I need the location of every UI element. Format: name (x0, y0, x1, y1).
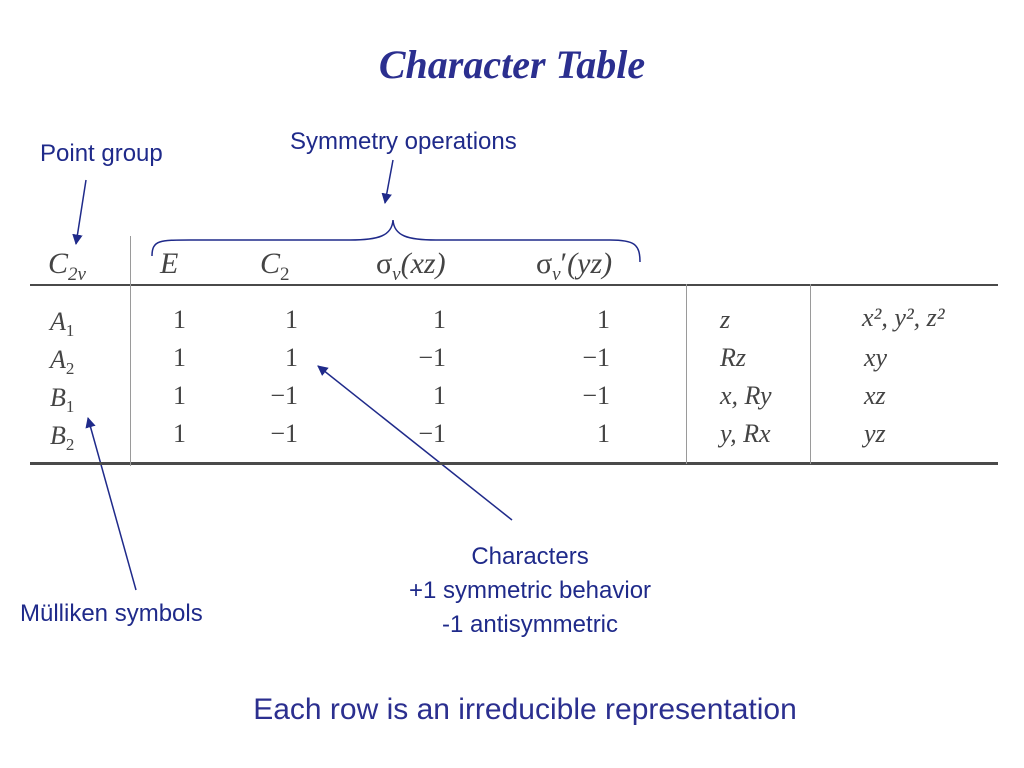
table-linear-divider (686, 284, 687, 464)
point-group-symbol: C2v (48, 244, 86, 295)
mulliken-symbols-label: Mülliken symbols (20, 600, 203, 627)
char-cell: −1 (582, 381, 610, 410)
symbol-subscript: 1 (65, 321, 75, 341)
table-group-divider (130, 236, 131, 466)
op-base: σ (536, 247, 553, 280)
group-subscript: 2v (68, 264, 86, 285)
mulliken-a2: A2 (50, 344, 74, 385)
char-cell: 1 (597, 419, 610, 448)
symmetry-operations-label: Symmetry operations (290, 128, 517, 155)
char-cell: 1 (597, 305, 610, 334)
op-argument: (xz) (400, 247, 446, 280)
char-cell: 1 (433, 381, 446, 410)
quadratic-function: yz (864, 419, 886, 448)
op-header-sigma-yz: σv′(yz) (536, 244, 612, 295)
linear-function: y, Rx (720, 419, 771, 448)
op-header-sigma-xz: σv(xz) (376, 244, 446, 295)
op-subscript: v (392, 264, 401, 285)
char-cell: 1 (285, 305, 298, 334)
char-cell: 1 (173, 305, 186, 334)
characters-note-line-2: +1 symmetric behavior (408, 577, 652, 604)
table-bottom-rule (30, 462, 998, 465)
table-top-rule (30, 284, 998, 286)
slide-title: Character Table (378, 42, 646, 87)
op-prime: ′ (560, 247, 568, 280)
linear-function: x, Ry (720, 381, 772, 410)
symbol-letter: B (50, 421, 66, 450)
symmetry-operations-arrow (381, 159, 394, 205)
op-base: E (160, 247, 179, 280)
quadratic-function: xy (864, 343, 888, 372)
char-cell: 1 (285, 343, 298, 372)
operations-brace (151, 219, 641, 263)
mulliken-b2: B2 (50, 420, 74, 461)
linear-function: z (720, 305, 731, 334)
mulliken-b1: B1 (50, 382, 74, 423)
char-cell: −1 (270, 419, 298, 448)
char-cell: 1 (173, 419, 186, 448)
op-subscript: 2 (280, 264, 290, 285)
table-quadratic-divider (810, 284, 811, 464)
symbol-subscript: 1 (65, 397, 75, 417)
op-base: σ (376, 247, 393, 280)
point-group-label: Point group (40, 140, 163, 167)
mulliken-arrow (85, 416, 137, 591)
char-cell: 1 (173, 343, 186, 372)
symbol-subscript: 2 (65, 435, 75, 455)
char-cell: −1 (270, 381, 298, 410)
char-cell: −1 (418, 419, 446, 448)
slide-caption: Each row is an irreducible representatio… (253, 693, 797, 726)
op-base: C (260, 247, 281, 280)
characters-note-line-1: Characters (471, 543, 589, 570)
char-cell: −1 (582, 343, 610, 372)
symbol-subscript: 2 (65, 359, 75, 379)
char-cell: 1 (433, 305, 446, 334)
op-subscript: v (552, 264, 561, 285)
quadratic-function: x², y², z² (862, 303, 945, 332)
point-group-arrow (72, 179, 87, 246)
symbol-letter: A (50, 307, 66, 336)
mulliken-a1: A1 (50, 306, 74, 347)
group-base: C (48, 247, 69, 280)
characters-arrow (317, 365, 513, 521)
symbol-letter: A (50, 345, 66, 374)
symbol-letter: B (50, 383, 66, 412)
char-cell: −1 (418, 343, 446, 372)
characters-note: Characters +1 symmetric behavior -1 anti… (380, 540, 680, 642)
linear-function: Rz (720, 343, 746, 372)
op-header-e: E (160, 244, 178, 284)
op-argument: (yz) (567, 247, 613, 280)
quadratic-function: xz (864, 381, 886, 410)
char-cell: 1 (173, 381, 186, 410)
op-header-c2: C2 (260, 244, 290, 295)
characters-note-line-3: -1 antisymmetric (441, 611, 619, 638)
